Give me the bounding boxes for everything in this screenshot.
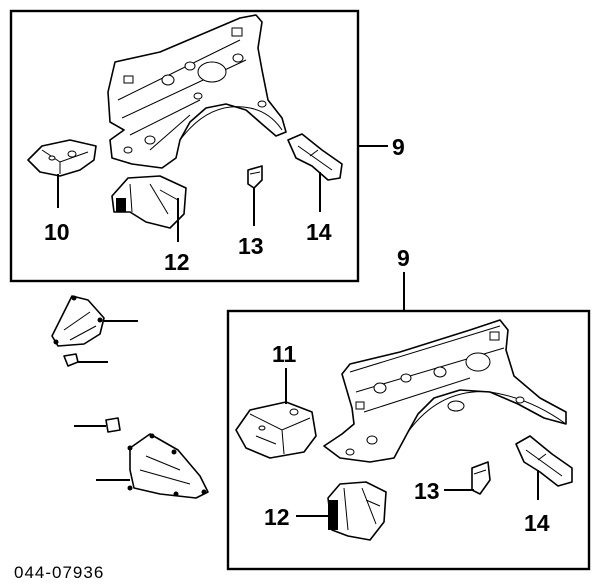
top-part-10-bracket[interactable] xyxy=(27,139,97,177)
bottom-part-11-bracket[interactable] xyxy=(235,401,317,459)
part-16-bracket[interactable] xyxy=(51,295,105,347)
top-part-13-clip[interactable] xyxy=(247,165,263,189)
part-17a-clip[interactable] xyxy=(63,353,79,367)
bottom-label-13: 13 xyxy=(414,478,440,504)
top-label-12: 12 xyxy=(164,249,190,275)
bottom-assembly-label: 9 xyxy=(397,245,410,271)
bottom-part-12-bracket[interactable] xyxy=(327,481,387,541)
top-fender-apron-part[interactable] xyxy=(107,14,287,169)
bottom-label-12: 12 xyxy=(264,504,290,530)
bottom-fender-apron-part[interactable] xyxy=(323,319,567,463)
bottom-label-11: 11 xyxy=(272,341,297,367)
bottom-label-14: 14 xyxy=(524,510,550,536)
top-assembly-label: 9 xyxy=(392,134,405,160)
top-label-10: 10 xyxy=(44,219,70,245)
part-15-bracket[interactable] xyxy=(127,433,209,499)
top-label-13: 13 xyxy=(238,233,264,259)
bottom-part-14-bracket[interactable] xyxy=(515,435,573,487)
bottom-group-frame xyxy=(226,309,591,571)
bottom-part-13-clip[interactable] xyxy=(471,461,491,495)
part-17b-clip[interactable] xyxy=(105,417,121,433)
top-label-14: 14 xyxy=(306,219,332,245)
diagram-code: 044-07936 xyxy=(14,563,104,582)
top-part-14-bracket[interactable] xyxy=(287,133,343,181)
top-part-12-bracket[interactable] xyxy=(111,175,187,229)
